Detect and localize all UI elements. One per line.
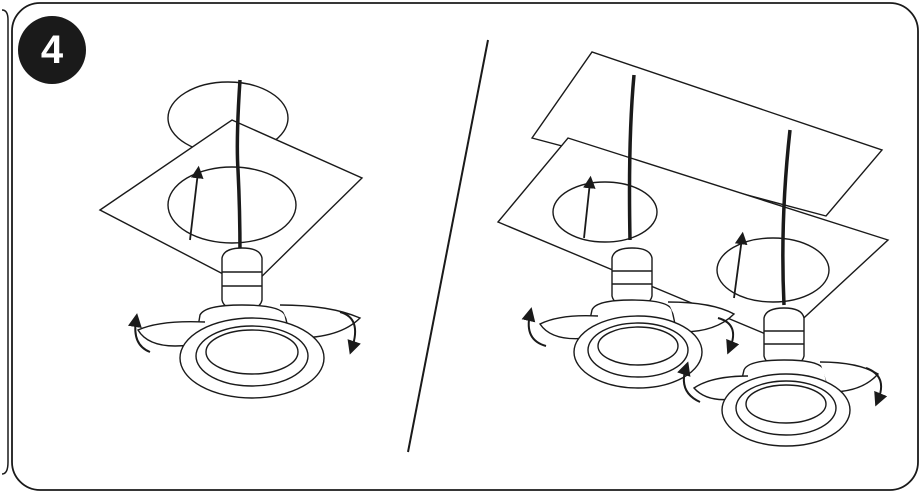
step-number: 4 [40,27,64,72]
cable [627,74,636,241]
plate-cutout-right [716,237,830,303]
twin-downlight-illustration [496,51,890,447]
cable-pull-arrow-icon [733,231,748,299]
rotate-arrow-icon [717,317,740,355]
lamp-holder [611,247,653,307]
rotate-arrow-icon [677,361,701,403]
divider-line [407,39,489,453]
lamp-holder [763,307,805,367]
spring-clip-right [667,301,736,333]
rotate-arrow-icon [339,311,361,355]
previous-panel-edge [1,9,9,475]
spring-clip-right [819,361,880,393]
cable-pull-arrow-icon [583,175,596,239]
lamp-holder [221,247,263,311]
plate-cutout-left [552,181,658,243]
plate-cutout [167,166,297,244]
step-number-badge [18,16,86,84]
rotate-arrow-icon [521,307,547,347]
rotate-arrow-icon [127,313,151,353]
cable [781,129,792,306]
rotate-arrow-icon [865,367,888,407]
cable-pull-arrow-icon [189,165,204,241]
cable [235,79,242,256]
single-downlight-illustration [98,79,364,399]
